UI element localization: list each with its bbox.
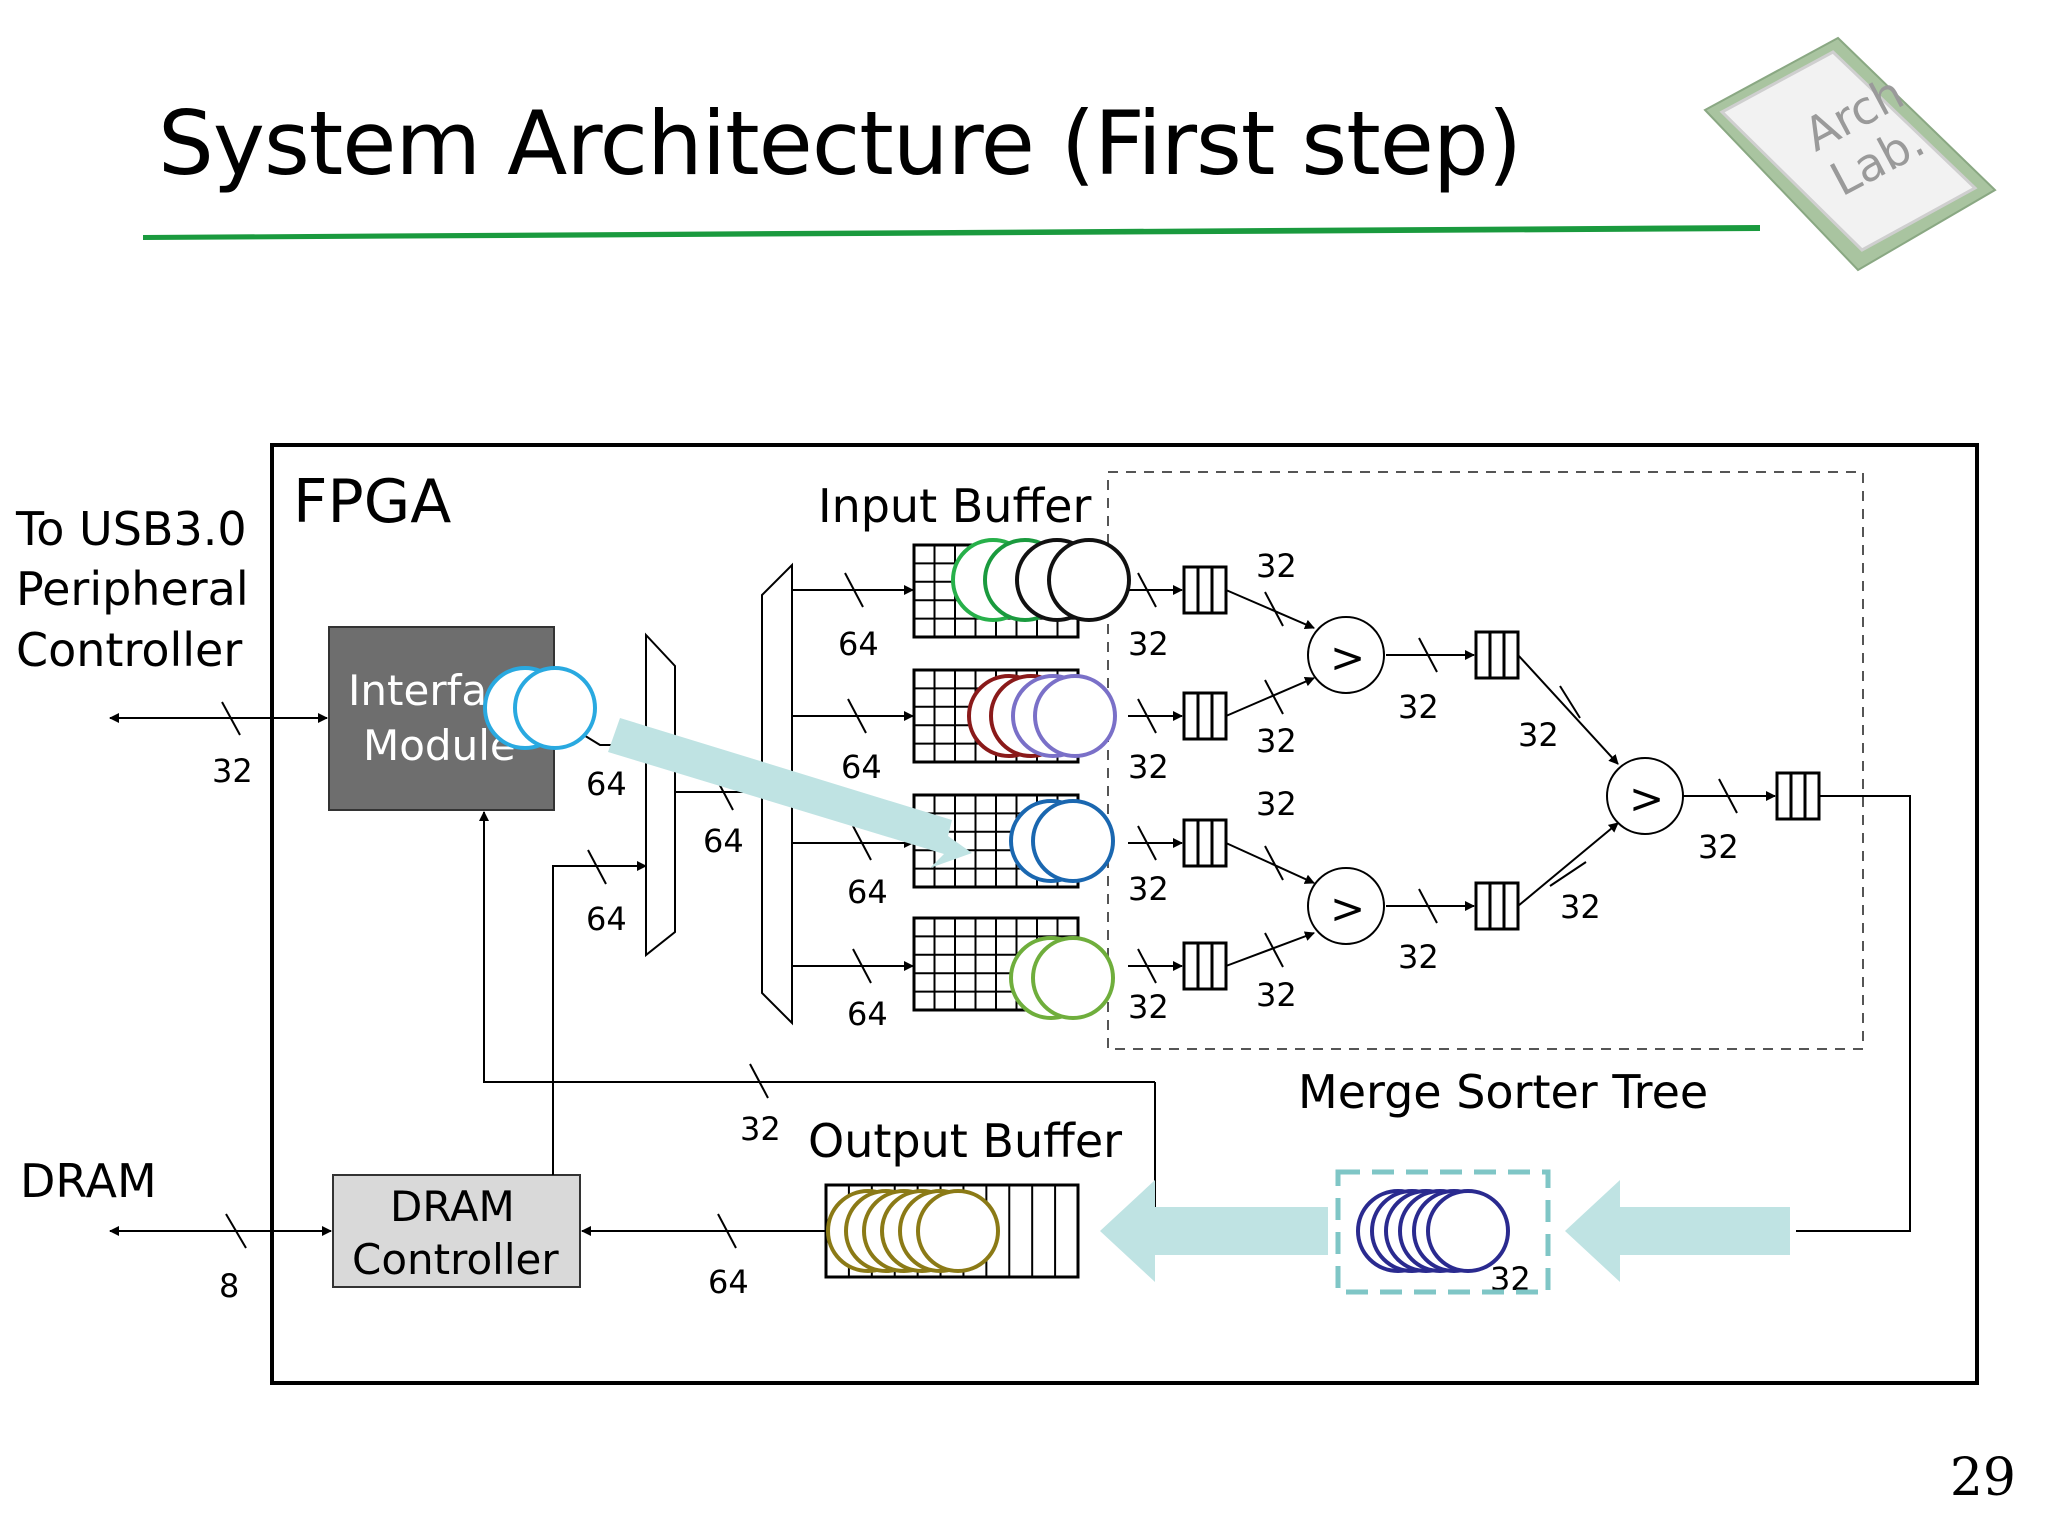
interface-items [483,666,597,750]
input-buffer-1-items [951,538,1131,622]
width-ib-row1: 64 [838,625,879,663]
input-buffer-3-items-circle [1031,799,1115,883]
output-buffer-items [826,1189,1000,1273]
usb-label-1: To USB3.0 [15,502,247,556]
flow-arrows [608,718,1790,1282]
fifo-stage1-a [1182,565,1228,615]
dram-controller-line2: Controller [352,1235,559,1284]
input-buffer-3-items [1009,799,1115,883]
fpga-label: FPGA [293,467,451,537]
comparator-2: > [1307,867,1385,945]
fpga-box [270,443,1979,1385]
fifo-stage1-d [1182,941,1228,991]
width-comp1-out: 32 [1398,688,1439,726]
output-buffer-items-circle [916,1189,1000,1273]
input-buffer-2-items-circle [1033,674,1117,758]
flow-arrow-left-1 [1100,1180,1328,1282]
width-ob-to-dram: 64 [708,1263,749,1301]
merge-tree-wiring [479,572,1911,1249]
interface-items-circle [513,666,597,750]
width-dram-bus: 8 [219,1267,239,1305]
merge-sorter-tree-label: Merge Sorter Tree [1298,1065,1708,1119]
fifo-stage1-c [1182,818,1228,868]
width-comp1-in-top: 32 [1256,547,1297,585]
width-comp1-in-bot: 32 [1256,722,1297,760]
input-buffer-label: Input Buffer [818,479,1091,533]
output-buffer-label: Output Buffer [808,1114,1122,1168]
width-usb-bus: 32 [212,752,253,790]
dram-controller [332,1174,581,1288]
usb-label-2: Peripheral [16,562,249,616]
width-after-ib2: 32 [1128,748,1169,786]
fifo-root [1775,771,1821,821]
width-comp2-in-bot: 32 [1256,976,1297,1014]
page-number: 29 [1949,1448,2016,1508]
fifo-stage2-a [1474,630,1520,680]
merged-output-highlight [1335,1169,1551,1295]
dram-label: DRAM [20,1154,157,1208]
input-buffer-1-items-circle [1047,538,1131,622]
width-comp2-in-top: 32 [1256,785,1297,823]
comparator-2-symbol: > [1330,884,1365,933]
width-after-ib4: 32 [1128,988,1169,1026]
width-stage2-in-bot: 32 [1560,888,1601,926]
width-comp2-out: 32 [1398,938,1439,976]
usb-label-3: Controller [16,623,242,677]
merged-items [1356,1189,1510,1273]
slide-title: System Architecture (First step) [158,92,1522,195]
width-iface-out-upper: 64 [586,765,627,803]
arch-lab-logo: Arch Lab. [1703,36,1997,272]
comparator-1: > [1307,616,1385,694]
width-ib-row2: 64 [841,748,882,786]
width-stage2-in-top: 32 [1518,716,1559,754]
fifo-stage2-b [1474,881,1520,931]
width-after-ib1: 32 [1128,625,1169,663]
width-ib-row3: 64 [847,873,888,911]
title-underline [143,225,1760,240]
width-ib-row4: 64 [847,995,888,1033]
width-feedback: 32 [740,1110,781,1148]
input-buffer-4-items-circle [1031,936,1115,1020]
flow-arrow-diagonal [608,718,972,868]
fifo-group [1182,565,1821,991]
width-root-out: 32 [1698,828,1739,866]
flow-arrow-left-2 [1565,1180,1790,1282]
comparator-root: > [1606,757,1684,835]
comparator-root-symbol: > [1629,774,1664,823]
merged-items-circle [1426,1189,1510,1273]
width-mux1-out: 64 [703,822,744,860]
input-buffer-4-items [1009,936,1115,1020]
input-buffer-2-items [967,674,1117,758]
mux-1 [645,632,676,958]
width-after-ib3: 32 [1128,870,1169,908]
comparator-1-symbol: > [1330,633,1365,682]
ib-input-lines [792,572,914,984]
interface-module-line1: Interfa [348,666,487,715]
dram-controller-line1: DRAM [390,1182,515,1231]
width-iface-out-lower: 64 [586,900,627,938]
fifo-stage1-b [1182,691,1228,741]
